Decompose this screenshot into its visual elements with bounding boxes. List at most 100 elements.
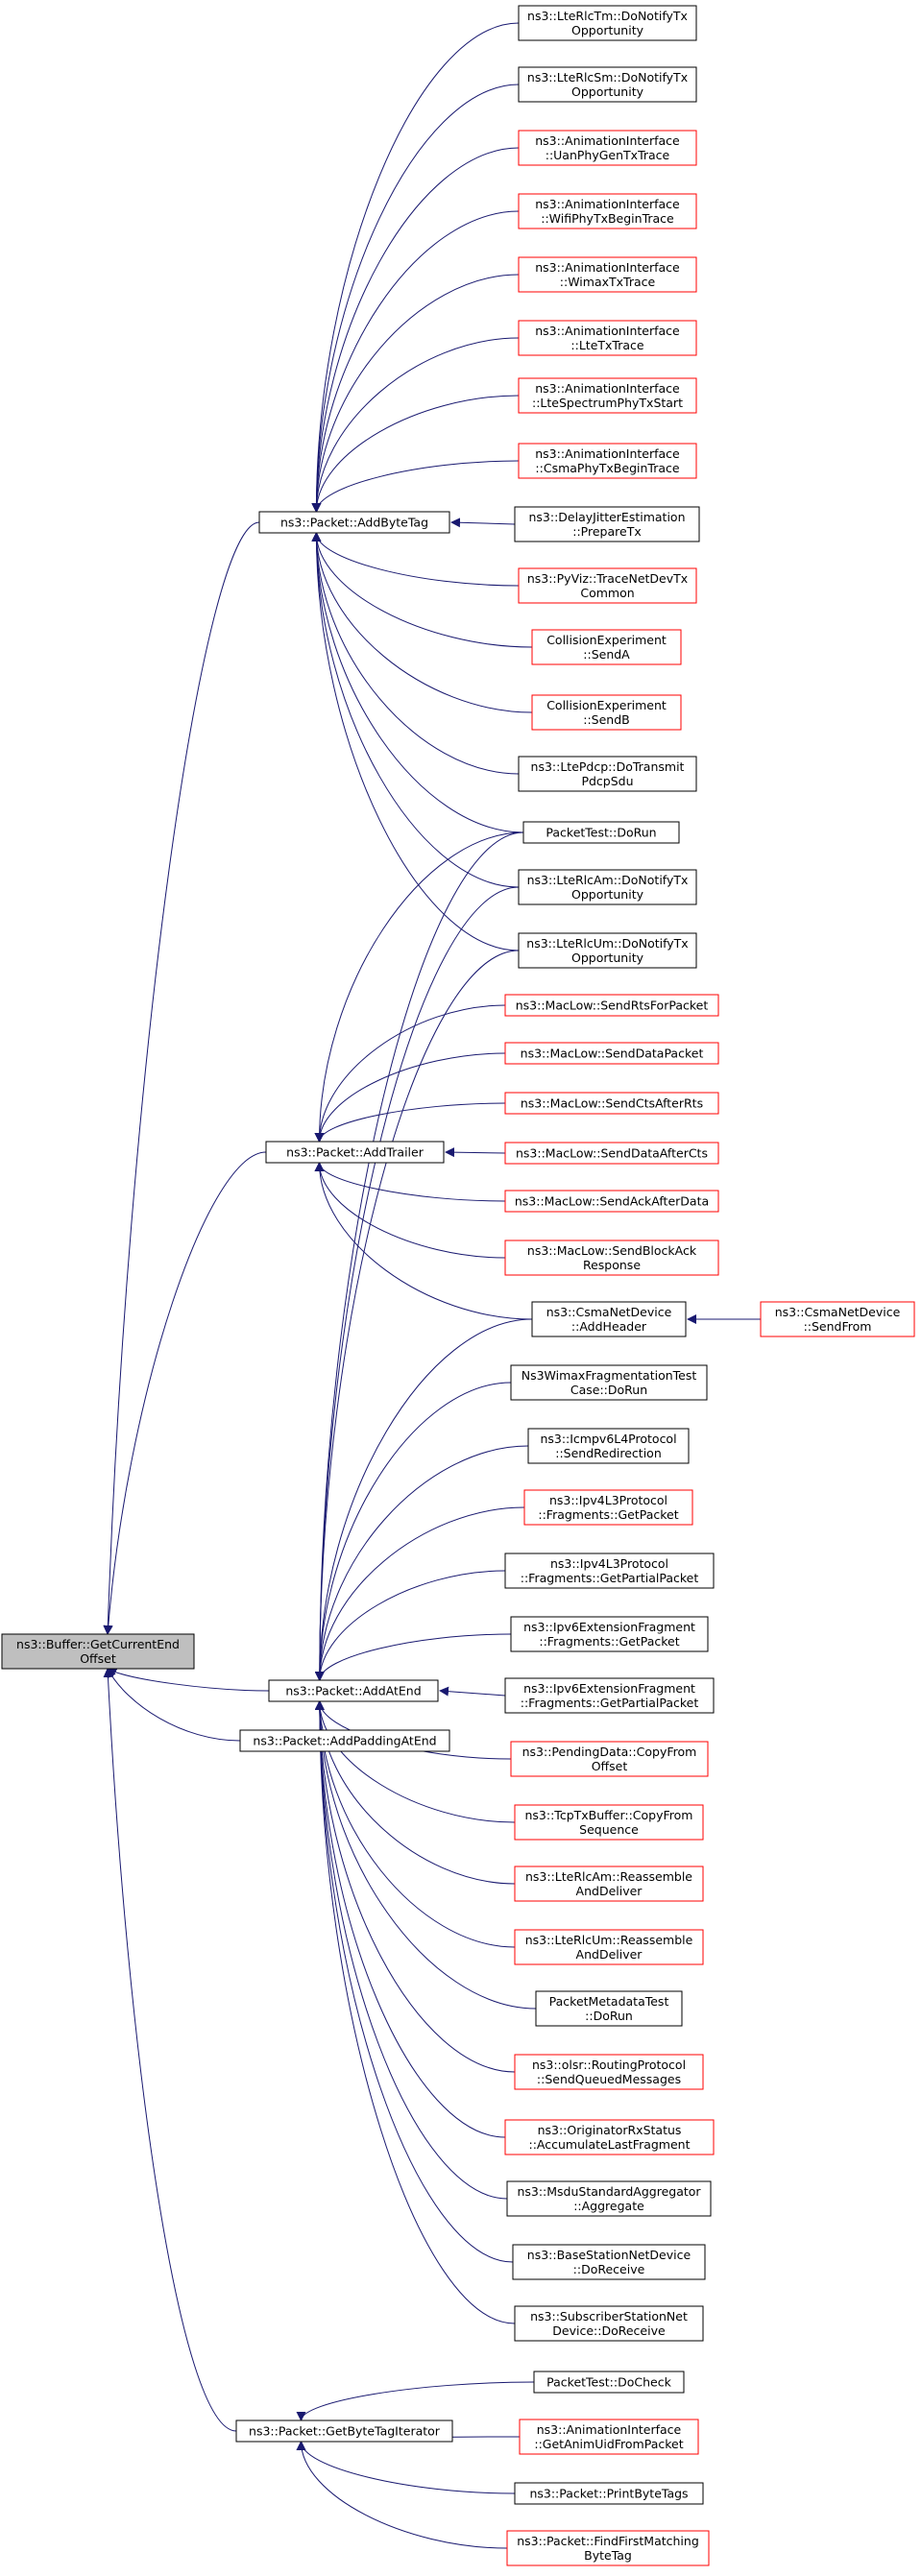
node-pkt-meta-test[interactable]: PacketMetadataTest::DoRun (535, 1990, 683, 2027)
node-icmpv6[interactable]: ns3::Icmpv6L4Protocol::SendRedirection (527, 1428, 690, 1464)
node-csma-add-header[interactable]: ns3::CsmaNetDevice::AddHeader (531, 1301, 687, 1337)
node-box (514, 1866, 704, 1902)
node-add-padding[interactable]: ns3::Packet::AddPaddingAtEnd (239, 1729, 450, 1752)
node-label: ::UanPhyGenTxTrace (546, 148, 670, 162)
node-label: ns3::olsr::RoutingProtocol (532, 2058, 686, 2072)
node-label: ns3::MacLow::SendBlockAck (527, 1243, 697, 1258)
node-label: ns3::Packet::GetByteTagIterator (249, 2424, 441, 2439)
node-label: PacketTest::DoRun (546, 826, 656, 840)
edge-rlc-am-notify-to-add-byte-tag (311, 532, 520, 888)
node-anim-wifi[interactable]: ns3::AnimationInterface::WifiPhyTxBeginT… (518, 193, 697, 229)
edge-print-byte-tags-to-get-byte-tag-iter (296, 2441, 516, 2494)
edge-py-viz-to-add-byte-tag (311, 532, 520, 587)
node-label: ns3::AnimationInterface (535, 381, 680, 396)
node-box (239, 1729, 450, 1752)
node-box (514, 2305, 704, 2342)
node-label: ::PrepareTx (572, 524, 641, 539)
node-box (504, 2119, 715, 2155)
node-label: ns3::Buffer::GetCurrentEnd (16, 1637, 180, 1651)
node-add-byte-tag[interactable]: ns3::Packet::AddByteTag (258, 511, 450, 534)
node-box (518, 377, 697, 414)
node-bs-receive[interactable]: ns3::BaseStationNetDevice::DoReceive (512, 2244, 706, 2280)
node-anim-wimax[interactable]: ns3::AnimationInterface::WimaxTxTrace (518, 256, 697, 293)
node-label: ::SendA (583, 647, 630, 662)
node-box (506, 2530, 710, 2566)
node-label: ns3::CsmaNetDevice (546, 1305, 672, 1319)
node-orig-rx[interactable]: ns3::OriginatorRxStatus::AccumulateLastF… (504, 2119, 715, 2155)
node-anim-lte[interactable]: ns3::AnimationInterface::LteTxTrace (518, 320, 697, 356)
node-label: ::GetAnimUidFromPacket (534, 2437, 683, 2451)
node-label: ns3::LtePdcp::DoTransmit (531, 759, 685, 774)
node-mac-data-cts[interactable]: ns3::MacLow::SendDataAfterCts (504, 1142, 719, 1165)
node-add-at-end[interactable]: ns3::Packet::AddAtEnd (268, 1679, 439, 1702)
node-label: ns3::Packet::PrintByteTags (529, 2487, 688, 2501)
node-anim-uan[interactable]: ns3::AnimationInterface::UanPhyGenTxTrac… (518, 130, 697, 166)
node-packet-test-run[interactable]: PacketTest::DoRun (522, 821, 680, 844)
node-box (518, 443, 697, 479)
node-label: ::Fragments::GetPacket (538, 1507, 678, 1522)
node-label: ::Fragments::GetPartialPacket (521, 1571, 699, 1585)
node-ipv6-frag-partial[interactable]: ns3::Ipv6ExtensionFragment::Fragments::G… (504, 1677, 715, 1714)
node-olsr-send[interactable]: ns3::olsr::RoutingProtocol::SendQueuedMe… (514, 2054, 704, 2090)
edge-orig-rx-to-add-at-end (314, 1700, 506, 2138)
edge-tcp-tx-copy-to-add-at-end (314, 1700, 516, 1823)
node-label: ns3::MacLow::SendCtsAfterRts (521, 1096, 703, 1111)
node-get-byte-tag-iter[interactable]: ns3::Packet::GetByteTagIterator (235, 2420, 453, 2443)
node-box (518, 320, 697, 356)
node-mac-ack[interactable]: ns3::MacLow::SendAckAfterData (504, 1190, 719, 1213)
edge-anim-lte-to-add-byte-tag (311, 337, 520, 513)
node-anim-csma[interactable]: ns3::AnimationInterface::CsmaPhyTxBeginT… (518, 443, 697, 479)
edge-pkt-meta-test-to-add-at-end (314, 1700, 537, 2010)
node-csma-send-from[interactable]: ns3::CsmaNetDevice::SendFrom (760, 1301, 915, 1337)
node-anim-get-uid[interactable]: ns3::AnimationInterface::GetAnimUidFromP… (519, 2419, 699, 2455)
node-print-byte-tags[interactable]: ns3::Packet::PrintByteTags (514, 2482, 704, 2505)
node-box (531, 629, 682, 665)
node-label: AndDeliver (576, 1947, 643, 1962)
node-ss-receive[interactable]: ns3::SubscriberStationNetDevice::DoRecei… (514, 2305, 704, 2342)
node-mac-data[interactable]: ns3::MacLow::SendDataPacket (504, 1042, 719, 1065)
node-packet-test-check[interactable]: PacketTest::DoCheck (533, 2371, 685, 2394)
node-label: ::SendRedirection (555, 1446, 662, 1460)
node-label: ns3::TcpTxBuffer::CopyFrom (525, 1808, 693, 1822)
node-label: ns3::LteRlcUm::DoNotifyTx (526, 936, 688, 951)
node-label: Common (580, 586, 634, 600)
edge-wimax-frag-to-add-at-end (314, 1382, 512, 1681)
node-ipv4-frag-get[interactable]: ns3::Ipv4L3Protocol::Fragments::GetPacke… (523, 1489, 693, 1526)
node-label: ::CsmaPhyTxBeginTrace (535, 461, 679, 475)
edge-rlc-am-notify-to-add-at-end (314, 886, 520, 1681)
node-ipv4-frag-partial[interactable]: ns3::Ipv4L3Protocol::Fragments::GetParti… (504, 1553, 715, 1589)
edge-packet-test-run-to-add-at-end (314, 831, 524, 1681)
node-coll-a[interactable]: CollisionExperiment::SendA (531, 629, 682, 665)
node-ipv6-frag-get[interactable]: ns3::Ipv6ExtensionFragment::Fragments::G… (510, 1616, 709, 1652)
node-box (258, 511, 450, 534)
node-mac-cts[interactable]: ns3::MacLow::SendCtsAfterRts (504, 1092, 719, 1115)
node-label: ::LteSpectrumPhyTxStart (532, 396, 683, 410)
node-label: ::WifiPhyTxBeginTrace (541, 211, 674, 226)
node-box (514, 1804, 704, 1841)
edge-olsr-send-to-add-at-end (314, 1700, 516, 2073)
node-label: Opportunity (571, 951, 644, 965)
node-label: ns3::CsmaNetDevice (775, 1305, 901, 1319)
node-msdu-agg[interactable]: ns3::MsduStandardAggregator::Aggregate (506, 2180, 712, 2217)
node-anim-lte-spec[interactable]: ns3::AnimationInterface::LteSpectrumPhyT… (518, 377, 697, 414)
node-label: ::Fragments::GetPartialPacket (521, 1696, 699, 1710)
node-delay-jitter[interactable]: ns3::DelayJitterEstimation::PrepareTx (514, 506, 700, 542)
node-coll-b[interactable]: CollisionExperiment::SendB (531, 694, 682, 731)
edge-csma-add-header-to-add-trailer (314, 1162, 533, 1320)
node-add-trailer[interactable]: ns3::Packet::AddTrailer (265, 1141, 445, 1164)
node-mac-rts[interactable]: ns3::MacLow::SendRtsForPacket (504, 994, 719, 1017)
